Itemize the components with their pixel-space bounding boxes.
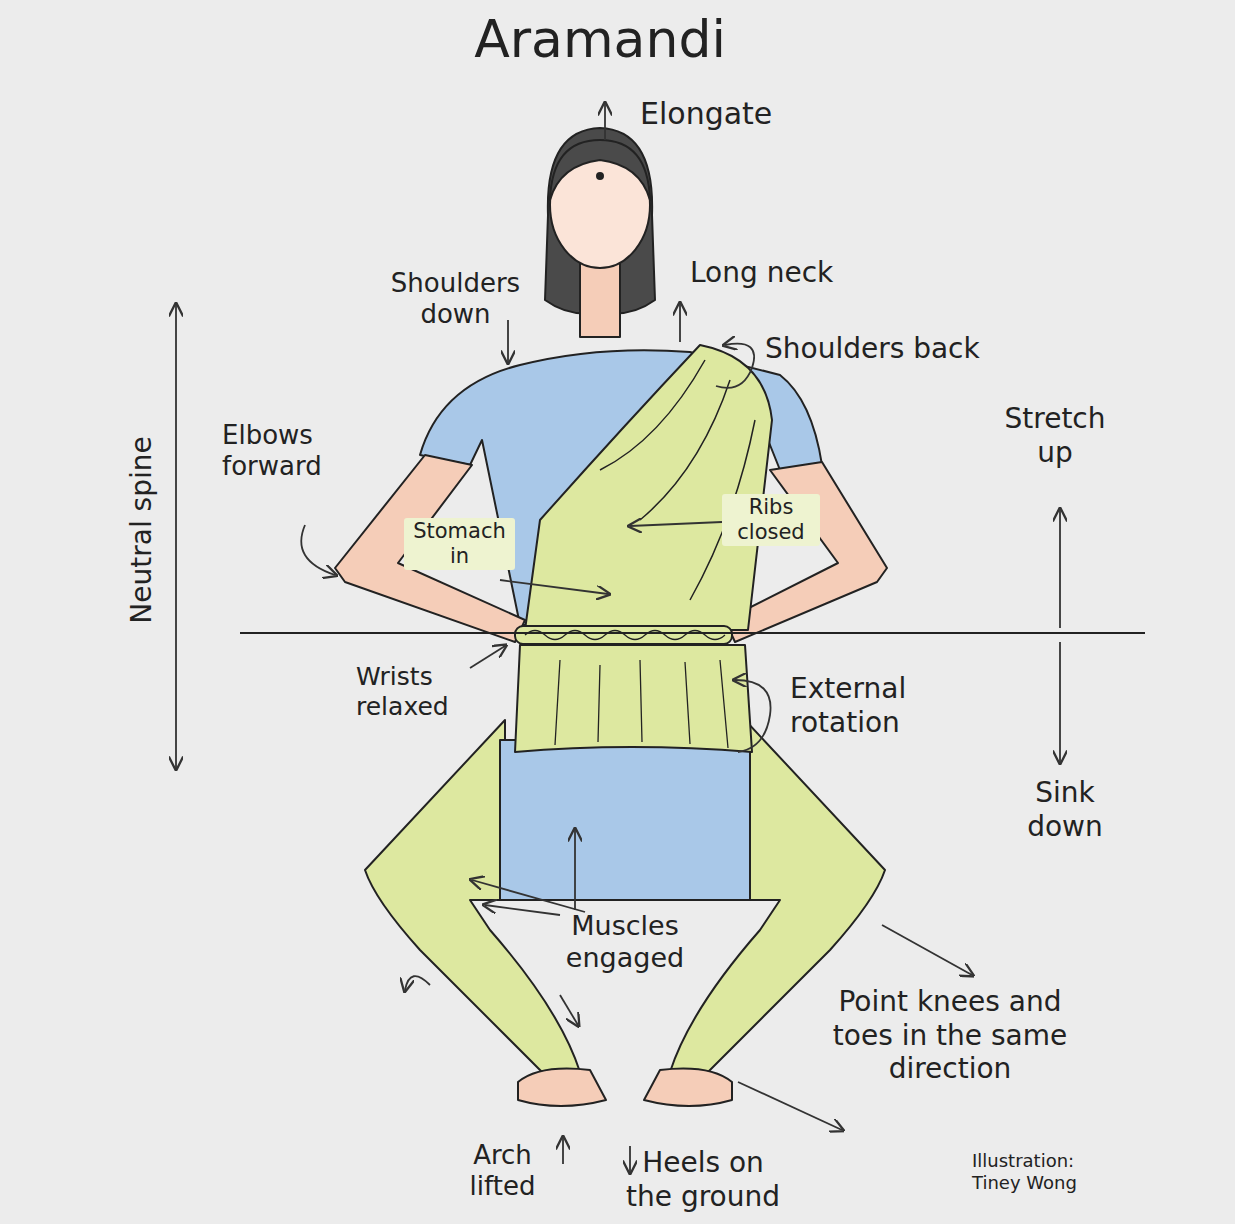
annotation-label: Muscles engaged: [540, 910, 710, 975]
annotation-label: Stomach in: [404, 518, 515, 570]
annotation-label: Shoulders back: [765, 332, 980, 366]
annotation-label: External rotation: [790, 672, 960, 739]
annotation-label: Neutral spine: [125, 436, 159, 623]
annotation-label: Wrists relaxed: [356, 662, 476, 722]
annotation-label: Point knees and toes in the same directi…: [815, 985, 1085, 1086]
annotation-label: Ribs closed: [722, 494, 820, 546]
annotation-label: Shoulders down: [378, 268, 533, 330]
diagram-title: Aramandi: [474, 8, 726, 70]
annotation-label: Stretch up: [990, 402, 1120, 469]
annotation-label: Long neck: [690, 256, 833, 290]
annotation-label: Elbows forward: [222, 420, 372, 482]
annotation-label: Arch lifted: [450, 1140, 555, 1202]
annotation-label: Illustration: Tiney Wong: [972, 1150, 1117, 1193]
annotation-label: Sink down: [1005, 776, 1125, 843]
annotation-label: Heels on the ground: [618, 1146, 788, 1213]
annotation-label: Elongate: [640, 96, 772, 132]
